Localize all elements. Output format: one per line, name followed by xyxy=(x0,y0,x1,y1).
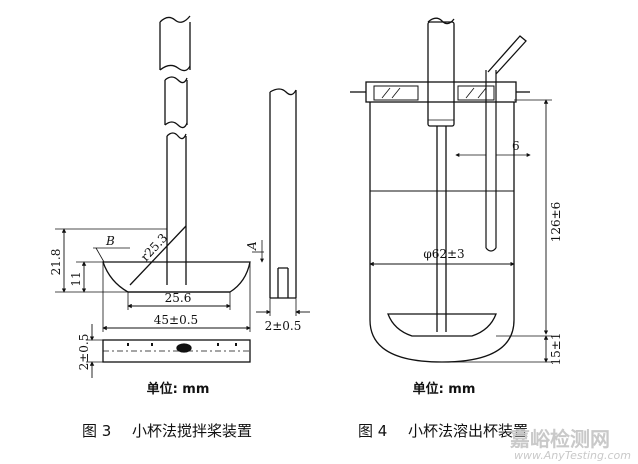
dim-45: 45±0.5 xyxy=(154,313,198,327)
dim-2-right: 2±0.5 xyxy=(265,319,302,333)
dim-phi62: φ62±3 xyxy=(423,247,464,261)
figure-4-labels: 6 126±6 φ62±3 15±1 单位: mm 图 4 小杯法溶出杯装置 xyxy=(358,139,563,440)
figure-3-stirrer xyxy=(55,15,310,378)
radius-leader xyxy=(129,225,187,286)
dim-25-6: 25.6 xyxy=(165,291,192,305)
dim-2-bottom: 2±0.5 xyxy=(77,334,91,371)
vessel-paddle xyxy=(387,313,497,337)
blade-plan-view xyxy=(86,324,251,378)
caption-text-fig4: 小杯法溶出杯装置 xyxy=(408,422,528,440)
dim-11: 11 xyxy=(69,271,83,286)
label-b: B xyxy=(105,234,115,248)
dim-21-8: 21.8 xyxy=(49,249,63,276)
unit-label-fig4: 单位: mm xyxy=(413,381,476,397)
caption-number-fig3: 图 3 xyxy=(82,422,111,440)
unit-label-fig3: 单位: mm xyxy=(147,381,210,397)
dim-126: 126±6 xyxy=(549,202,563,243)
label-a: A xyxy=(245,241,259,251)
shaft-middle-segment xyxy=(164,76,188,129)
dim-6: 6 xyxy=(512,139,520,153)
vessel-lid xyxy=(350,81,530,103)
caption-number-fig4: 图 4 xyxy=(358,422,387,440)
shaft-top-segment xyxy=(159,15,191,72)
figure-4-vessel xyxy=(350,17,552,363)
dim-15: 15±1 xyxy=(549,333,563,366)
shaft-lower xyxy=(166,132,187,285)
paddle-blade xyxy=(102,261,251,293)
watermark-en: www.AnyTesting.com xyxy=(514,449,631,462)
sampling-tube xyxy=(485,35,527,252)
vessel-body xyxy=(369,102,515,363)
watermark: 嘉峪检测网 www.AnyTesting.com xyxy=(509,427,631,462)
caption-text-fig3: 小杯法搅拌桨装置 xyxy=(132,422,252,440)
blade-side-view xyxy=(256,88,310,316)
watermark-cn: 嘉峪检测网 xyxy=(509,427,610,451)
stirring-shaft xyxy=(427,17,455,332)
